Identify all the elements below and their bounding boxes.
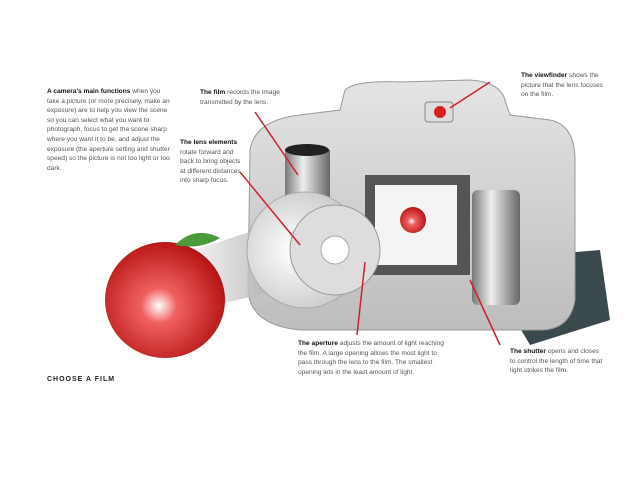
next-section-heading: CHOOSE A FILM: [47, 376, 116, 382]
viewfinder-label: The viewfinder shows the picture that th…: [521, 72, 604, 99]
shutter-label: The shutter opens and closes to control …: [510, 348, 603, 375]
film-label: The film records the image transmitted b…: [200, 89, 280, 106]
apple: [105, 242, 225, 358]
aperture-label: The aperture adjusts the amount of light…: [298, 340, 444, 376]
shutter-cylinder: [472, 190, 520, 305]
lens-elements-label: The lens elements rotate forward and bac…: [180, 139, 241, 185]
apple-leaf: [175, 232, 220, 247]
projected-apple-icon: [400, 207, 426, 233]
callout-lines: [239, 81, 501, 346]
intro-text: A camera's main functions when you take …: [47, 88, 170, 172]
viewfinder-apple-icon: [434, 106, 446, 118]
